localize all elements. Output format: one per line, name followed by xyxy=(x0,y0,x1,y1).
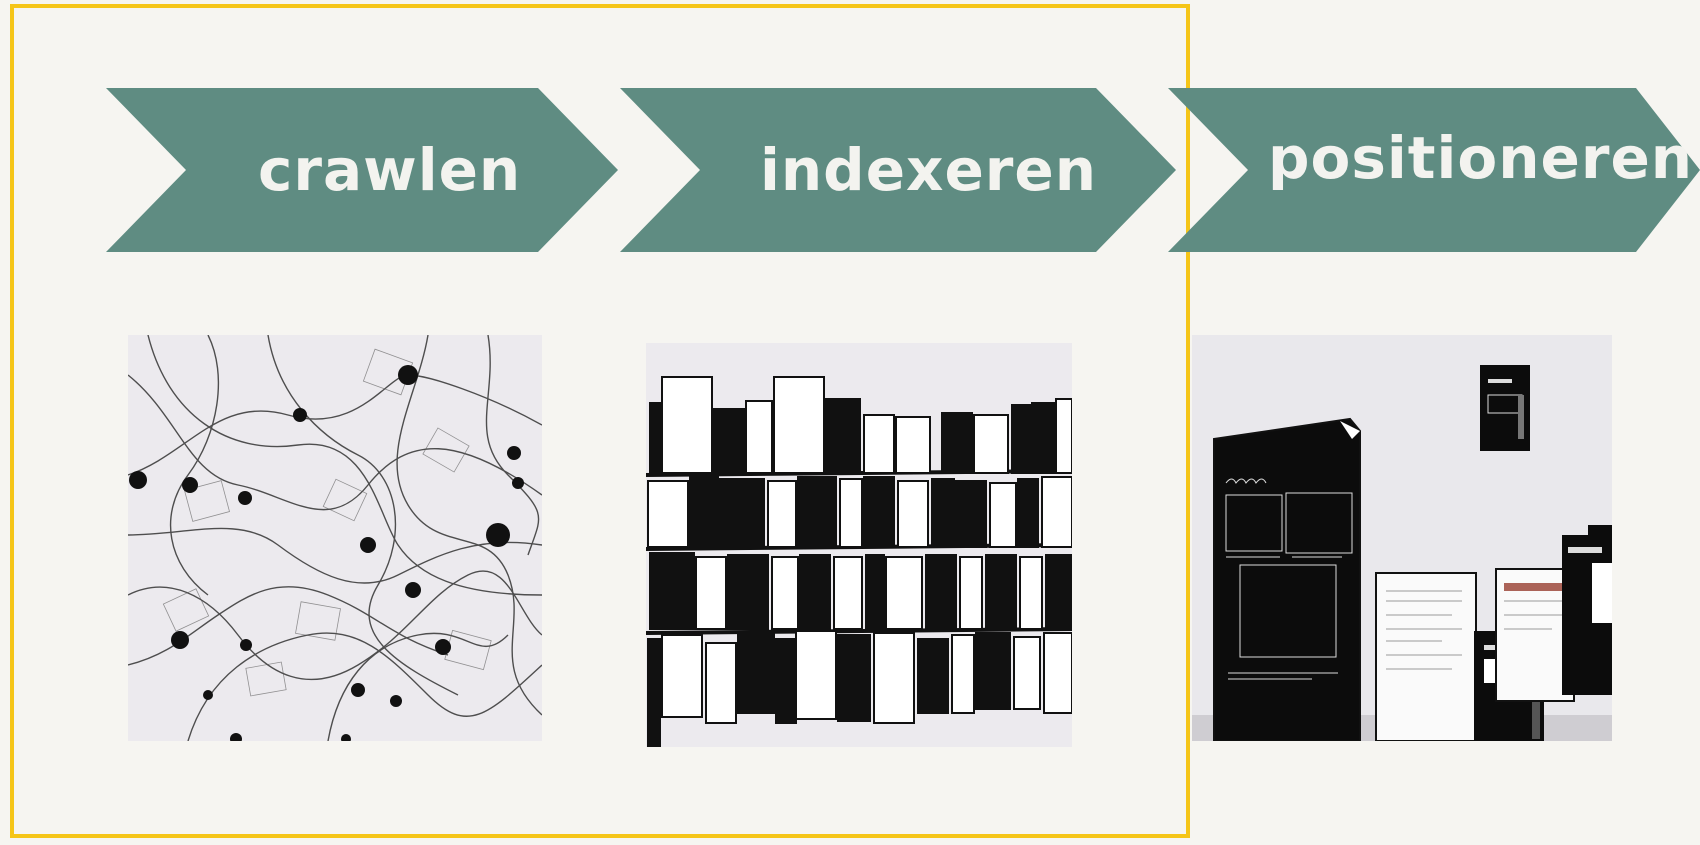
step-arrow-crawlen: crawlen xyxy=(106,88,618,252)
step-arrow-indexeren: indexeren xyxy=(620,88,1176,252)
ranked-documents-illustration xyxy=(1192,335,1612,741)
step-label-indexeren: indexeren xyxy=(760,136,1098,204)
step-label-positioneren: positioneren xyxy=(1268,124,1694,192)
step-arrow-positioneren: positioneren xyxy=(1168,88,1700,252)
document-shelves-illustration xyxy=(646,343,1072,747)
step-label-crawlen: crawlen xyxy=(258,136,522,204)
network-graph-illustration xyxy=(128,335,542,741)
